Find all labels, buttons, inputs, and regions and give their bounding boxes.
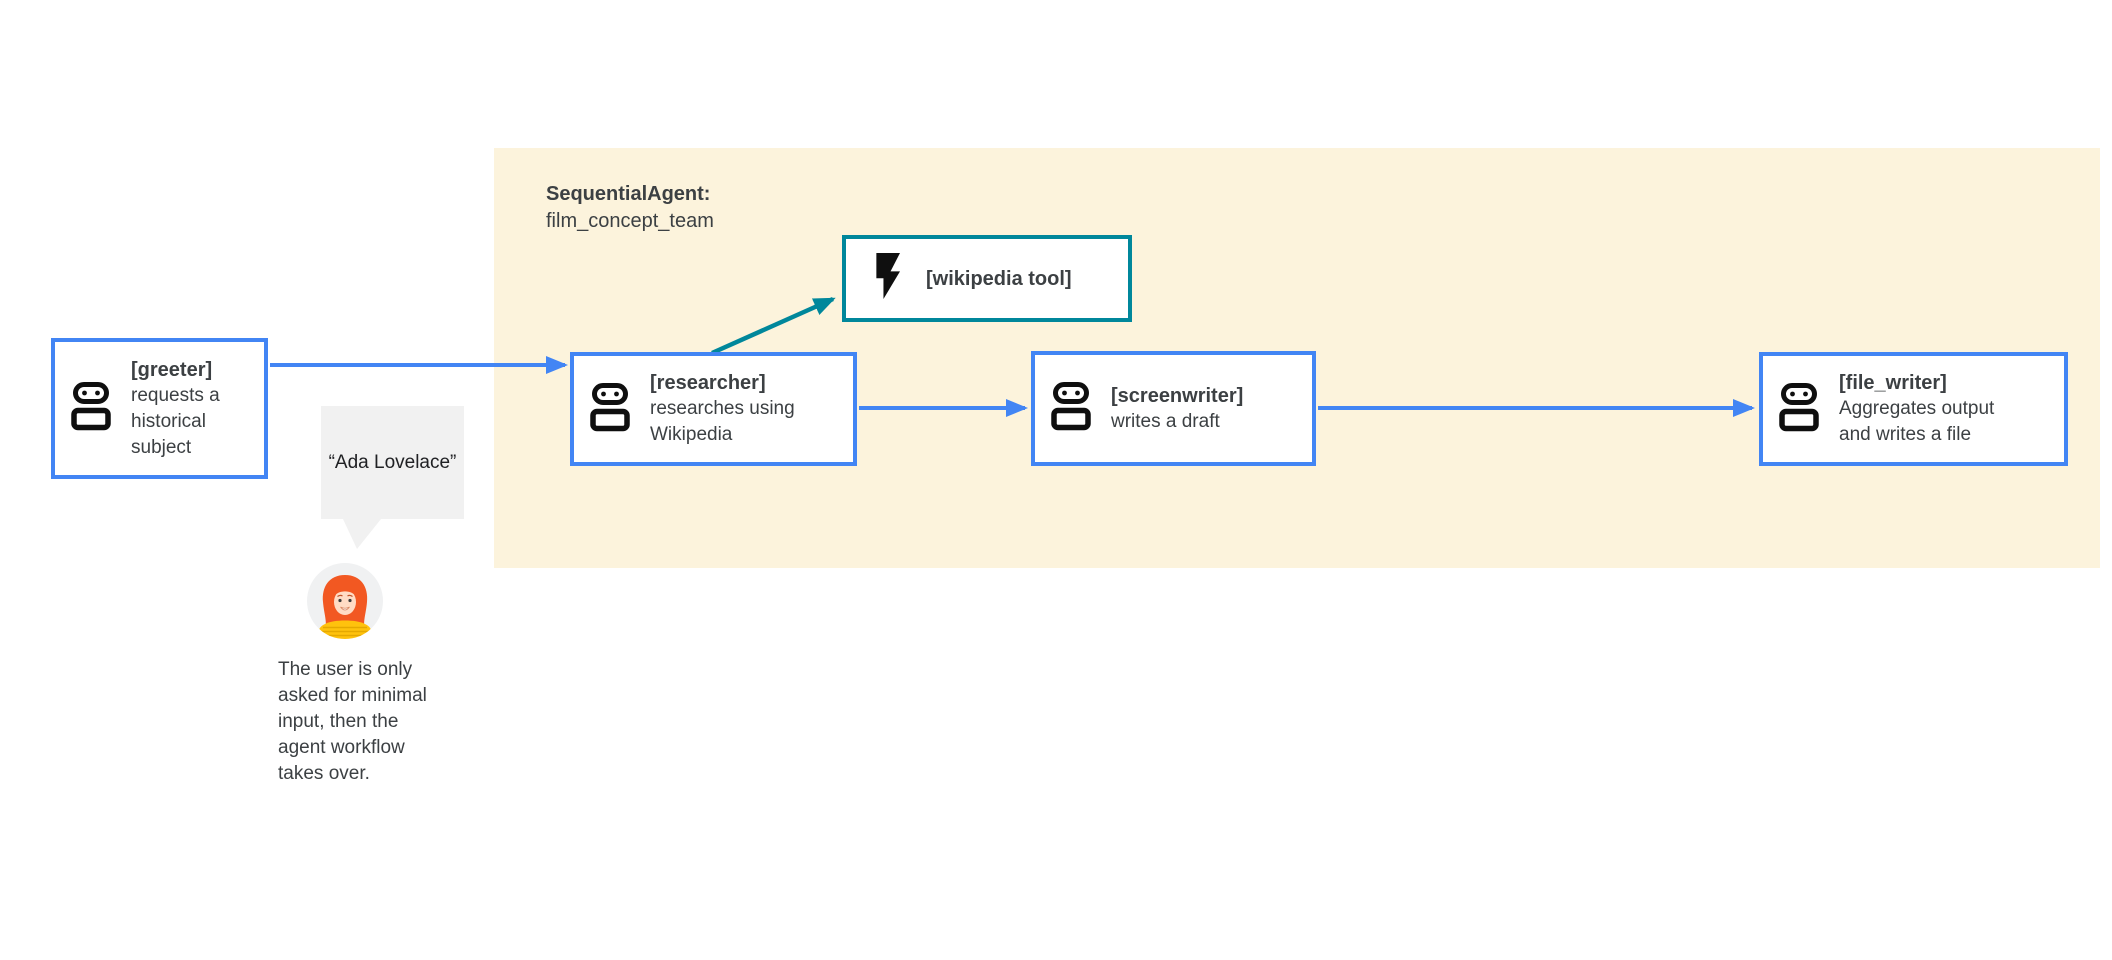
node-file-writer-name: [file_writer] (1839, 372, 1947, 394)
robot-icon (71, 381, 111, 436)
node-greeter-name: [greeter] (131, 358, 213, 381)
node-screenwriter-desc: writes a draft (1111, 410, 1220, 432)
node-researcher: [researcher] researches using Wikipedia (570, 352, 857, 466)
node-researcher-name: [researcher] (650, 372, 766, 394)
woman-avatar-icon (307, 563, 383, 639)
node-screenwriter-name: [screenwriter] (1111, 384, 1244, 407)
node-screenwriter: [screenwriter] writes a draft (1031, 351, 1316, 466)
node-wikipedia-tool: [wikipedia tool] (842, 235, 1132, 322)
robot-icon (1051, 381, 1091, 436)
user-speech-text: “Ada Lovelace” (328, 451, 457, 473)
speech-bubble-tail (343, 519, 381, 549)
node-greeter: [greeter] requests a historical subject (51, 338, 268, 479)
user-note-caption: The user is only asked for minimal input… (278, 659, 427, 784)
node-file-writer: [file_writer] Aggregates output and writ… (1759, 352, 2068, 466)
user-speech-bubble: “Ada Lovelace” (321, 406, 464, 519)
sequential-agent-name: film_concept_team (546, 210, 714, 232)
node-greeter-desc: requests a historical subject (131, 384, 220, 458)
node-wikipedia-tool-name: [wikipedia tool] (926, 267, 1072, 290)
robot-icon (1779, 382, 1819, 437)
sequential-agent-label: SequentialAgent: film_concept_team (546, 181, 714, 235)
robot-icon (590, 382, 630, 437)
flash-icon (874, 253, 900, 304)
node-file-writer-desc: Aggregates output and writes a file (1839, 398, 1995, 445)
sequential-agent-title: SequentialAgent: (546, 183, 711, 205)
node-researcher-desc: researches using Wikipedia (650, 398, 795, 445)
